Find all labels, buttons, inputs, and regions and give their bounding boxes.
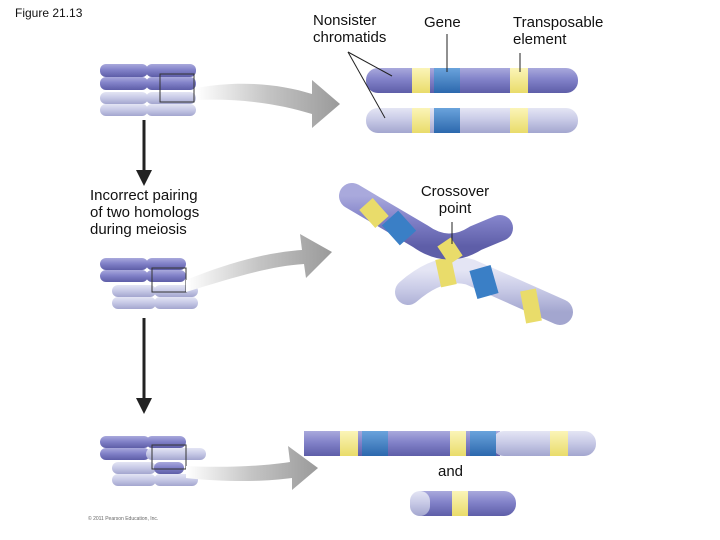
label-leader-lines [347,34,521,119]
zoom-arrow-2 [186,234,332,292]
homolog-pair-recombinant [100,436,206,486]
down-arrow-2 [136,318,152,414]
zoom-arrow-1 [196,80,340,128]
and-label: and [438,463,464,480]
figure-label: Figure 21.13 [15,6,83,20]
zoom-arrow-3 [186,446,318,490]
crossover-chromatid-dark [339,183,513,265]
chromatid-dark-top [366,68,578,93]
nonsister-chromatids-label: Nonsister chromatids [313,12,387,46]
homolog-pair-small-1 [100,64,196,116]
homolog-pair-misaligned [100,258,198,309]
gene-label: Gene [424,14,461,31]
crossover-point-label: Crossover point [420,183,490,217]
down-arrow-1 [136,120,152,186]
incorrect-pairing-label: Incorrect pairing of two homologs during… [90,187,200,238]
crossover-chromatid-light [395,256,573,325]
transposable-element-label: Transposable element [513,14,604,48]
chromatid-light-bottom [366,108,578,133]
recombinant-chromatid-long [304,431,596,456]
recombinant-chromatid-short [410,491,516,516]
copyright-notice: © 2011 Pearson Education, Inc. [88,516,159,522]
